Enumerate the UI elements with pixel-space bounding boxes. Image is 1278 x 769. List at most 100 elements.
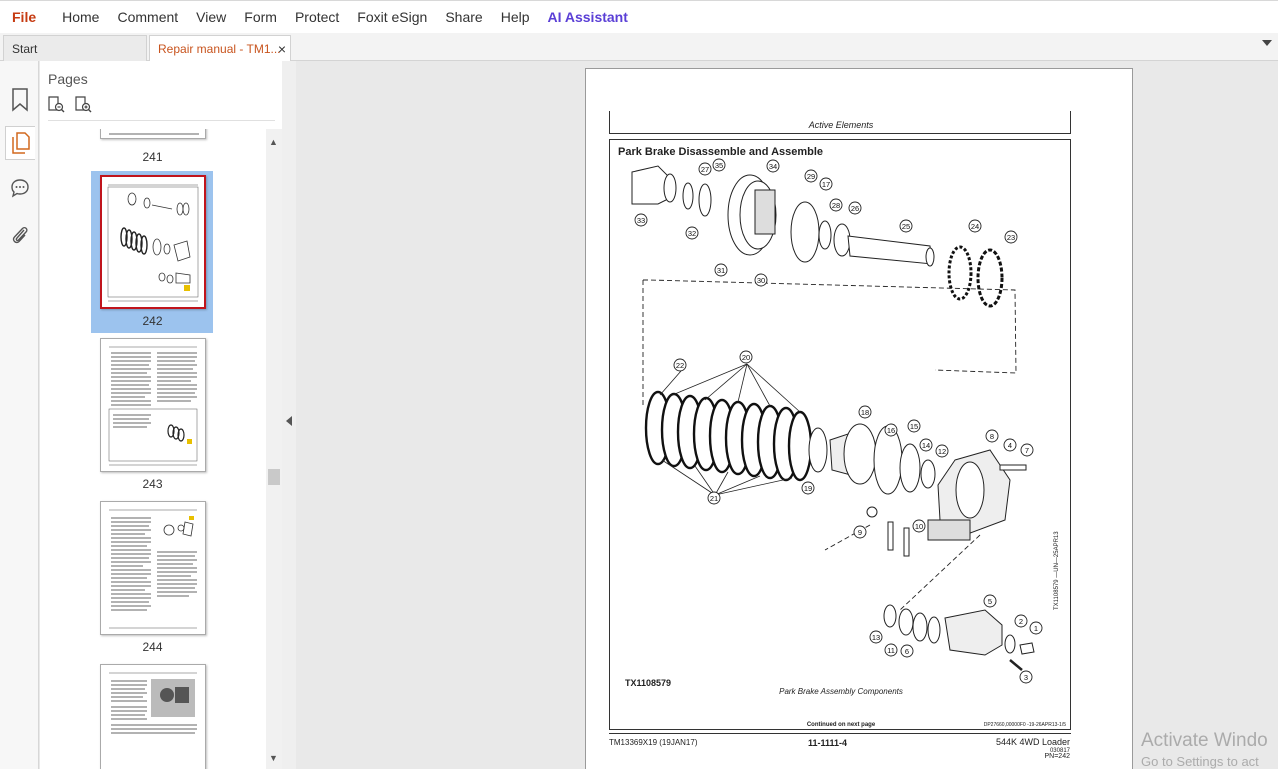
menu-comment[interactable]: Comment: [117, 9, 179, 25]
svg-text:12: 12: [938, 447, 946, 456]
zoom-out-page-icon[interactable]: [48, 96, 65, 113]
callout-32: 32: [685, 226, 699, 240]
tab-start[interactable]: Start: [3, 35, 147, 61]
activation-watermark-sub: Go to Settings to act: [1141, 754, 1259, 769]
scroll-down-icon[interactable]: ▼: [269, 753, 278, 763]
menu-file[interactable]: File: [12, 9, 37, 25]
callout-9: 9: [853, 525, 867, 539]
thumbnail-content-icon: [109, 672, 197, 734]
callout-16: 16: [884, 423, 898, 437]
svg-text:20: 20: [742, 353, 750, 362]
document-viewport[interactable]: Active Elements: [296, 61, 1278, 769]
panel-title: Pages: [48, 71, 88, 87]
bookmark-button[interactable]: [5, 83, 35, 117]
chevron-down-icon[interactable]: [1262, 40, 1272, 46]
figure-vertical-id: TX1108579 —UN—25APR13: [1054, 531, 1060, 610]
attachments-button[interactable]: [5, 218, 35, 252]
svg-text:6: 6: [905, 647, 909, 656]
tab-doc-label: Repair manual - TM1...: [158, 41, 281, 56]
page-thumbnail[interactable]: [100, 129, 206, 139]
svg-text:5: 5: [988, 597, 992, 606]
pages-icon: [11, 132, 30, 154]
callout-group: 1234567891011121314151617181920212223242…: [634, 158, 1043, 684]
figure-caption: Park Brake Assembly Components: [779, 687, 903, 696]
page-header-box: Active Elements: [609, 111, 1071, 134]
document-page: Active Elements: [585, 68, 1133, 769]
svg-text:1: 1: [1034, 624, 1038, 633]
callout-7: 7: [1020, 443, 1034, 457]
footer-date-code: 030817: [1049, 748, 1070, 754]
callout-20: 20: [739, 350, 753, 364]
comments-button[interactable]: [5, 171, 35, 205]
page-thumbnail[interactable]: [100, 664, 206, 769]
svg-text:31: 31: [717, 266, 725, 275]
scrollbar-thumb[interactable]: [268, 469, 280, 485]
thumbnail-content-icon: [107, 184, 199, 302]
comment-icon: [11, 179, 29, 198]
footer-manual-id: TM13369X19 (19JAN17): [609, 738, 698, 747]
svg-text:4: 4: [1008, 441, 1012, 450]
svg-text:27: 27: [701, 165, 709, 174]
svg-text:33: 33: [637, 216, 645, 225]
bookmark-icon: [12, 88, 28, 112]
thumbnail-scrollbar[interactable]: [266, 129, 282, 769]
callout-26: 26: [848, 201, 862, 215]
footer-rule: [609, 733, 1071, 734]
svg-text:34: 34: [769, 162, 777, 171]
svg-text:10: 10: [915, 522, 923, 531]
navigation-rail: [0, 61, 39, 769]
continued-note: Continued on next page: [806, 722, 876, 728]
panel-splitter[interactable]: [282, 61, 296, 769]
page-thumbnail-selected[interactable]: [100, 175, 206, 309]
callout-30: 30: [754, 273, 768, 287]
page-thumbnail[interactable]: [100, 501, 206, 635]
menu-protect[interactable]: Protect: [294, 9, 340, 25]
thumbnail-content-icon: [109, 509, 197, 629]
callout-5: 5: [983, 594, 997, 608]
callout-23: 23: [1004, 230, 1018, 244]
svg-text:7: 7: [1025, 446, 1029, 455]
menu-ai-assistant[interactable]: AI Assistant: [547, 9, 628, 25]
zoom-in-page-icon[interactable]: [75, 96, 92, 113]
page-number-label: 243: [142, 477, 163, 491]
callout-18: 18: [858, 405, 872, 419]
callout-28: 28: [829, 198, 843, 212]
tab-repair-manual[interactable]: Repair manual - TM1... ×: [149, 35, 291, 61]
thumbnail-content-icon: [109, 133, 199, 135]
figure-title: Park Brake Disassemble and Assemble: [618, 146, 828, 158]
callout-33: 33: [634, 213, 648, 227]
callout-35: 35: [712, 158, 726, 172]
collapse-panel-icon[interactable]: [286, 416, 292, 426]
page-thumbnail[interactable]: [100, 338, 206, 472]
callout-34: 34: [766, 159, 780, 173]
callout-6: 6: [900, 644, 914, 658]
menu-view[interactable]: View: [196, 9, 227, 25]
callout-12: 12: [935, 444, 949, 458]
document-id: DP27660,00000F0 -19-26APR13-1/5: [983, 722, 1066, 728]
callout-3: 3: [1019, 670, 1033, 684]
svg-text:16: 16: [887, 426, 895, 435]
svg-text:22: 22: [676, 361, 684, 370]
menu-bar: File Home Comment View Form Protect Foxi…: [0, 0, 1278, 33]
menu-home[interactable]: Home: [62, 9, 100, 25]
page-number-label: 242: [142, 314, 163, 328]
page-number-label: 244: [142, 640, 163, 654]
scroll-up-icon[interactable]: ▲: [269, 137, 278, 147]
footer-pn: PN=242: [1044, 753, 1071, 760]
thumbnail-list: 241 242: [40, 129, 265, 769]
activation-watermark: Activate Windo: [1141, 730, 1268, 751]
close-icon[interactable]: ×: [277, 41, 286, 57]
menu-form[interactable]: Form: [244, 9, 277, 25]
page-number-label: 241: [142, 150, 163, 164]
menu-help[interactable]: Help: [500, 9, 530, 25]
callout-1: 1: [1029, 621, 1043, 635]
pages-button[interactable]: [5, 126, 35, 160]
callout-29: 29: [804, 169, 818, 183]
svg-text:3: 3: [1024, 673, 1028, 682]
svg-text:35: 35: [715, 161, 723, 170]
svg-text:25: 25: [902, 222, 910, 231]
menu-foxit-esign[interactable]: Foxit eSign: [357, 9, 428, 25]
tab-start-label: Start: [12, 41, 38, 56]
svg-text:15: 15: [910, 422, 918, 431]
menu-share[interactable]: Share: [445, 9, 483, 25]
